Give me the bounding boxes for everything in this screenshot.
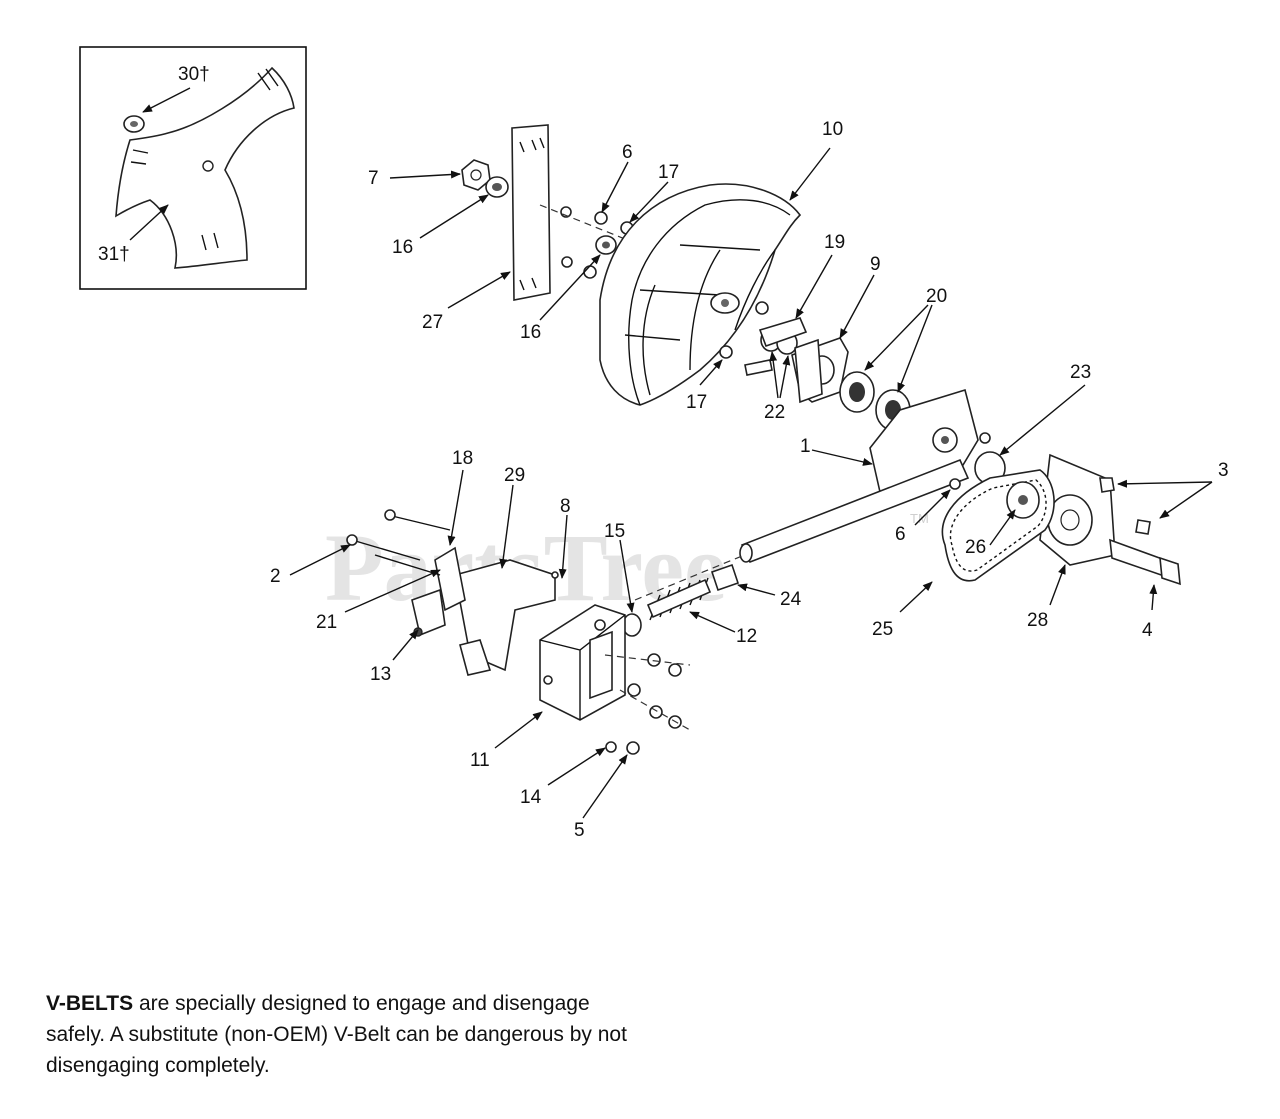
callout-10: 10 [822, 119, 843, 140]
callout-9: 9 [870, 254, 881, 275]
callout-11: 11 [470, 750, 490, 771]
leader-lines [129, 87, 1213, 819]
callout-4: 4 [1142, 620, 1153, 641]
note-bold-term: V-BELTS [46, 992, 134, 1015]
callout-30: 30† [178, 64, 210, 85]
callout-17: 17 [686, 392, 707, 413]
callout-3: 3 [1218, 460, 1229, 481]
v-belt-safety-note: V-BELTS are specially designed to engage… [46, 988, 646, 1081]
callout-27: 27 [422, 312, 443, 333]
spring-assembly [622, 563, 740, 637]
callout-13: 13 [370, 664, 391, 685]
hub-nut-and-washer [461, 159, 509, 198]
tine-plate [511, 124, 551, 301]
callout-16: 16 [520, 322, 541, 343]
callout-28: 28 [1027, 610, 1048, 631]
callout-6: 6 [895, 524, 906, 545]
bearing-hardware [719, 301, 849, 404]
callout-24: 24 [780, 589, 802, 610]
callout-25: 25 [872, 619, 893, 640]
callout-7: 7 [368, 168, 379, 189]
belt-drive-assembly [941, 451, 1181, 586]
callout-22: 22 [764, 402, 785, 423]
callout-23: 23 [1070, 362, 1091, 383]
callout-labels: 30† 31† 7 16 27 16 6 17 10 19 9 20 17 22… [98, 64, 1229, 841]
watermark-tm: TM [910, 511, 929, 526]
callout-16: 16 [392, 237, 413, 258]
callout-21: 21 [316, 612, 337, 633]
callout-2: 2 [270, 566, 281, 587]
callout-6: 6 [622, 142, 633, 163]
callout-15: 15 [604, 521, 625, 542]
callout-19: 19 [824, 232, 845, 253]
note-text: are specially designed to engage and dis… [46, 992, 627, 1077]
callout-26: 26 [965, 537, 986, 558]
callout-12: 12 [736, 626, 757, 647]
callout-14: 14 [520, 787, 542, 808]
callout-29: 29 [504, 465, 525, 486]
callout-8: 8 [560, 496, 571, 517]
callout-31: 31† [98, 244, 130, 265]
callout-18: 18 [452, 448, 473, 469]
inset-tine-detail [79, 46, 307, 290]
callout-20: 20 [926, 286, 947, 307]
callout-17: 17 [658, 162, 679, 183]
callout-5: 5 [574, 820, 585, 841]
plate-hardware [539, 204, 641, 279]
axle-shaft [634, 458, 970, 601]
housing-block [539, 604, 626, 721]
callout-1: 1 [800, 436, 811, 457]
housing-nuts [604, 653, 691, 755]
bracket-assembly [346, 509, 559, 676]
tine-shield [599, 183, 802, 406]
